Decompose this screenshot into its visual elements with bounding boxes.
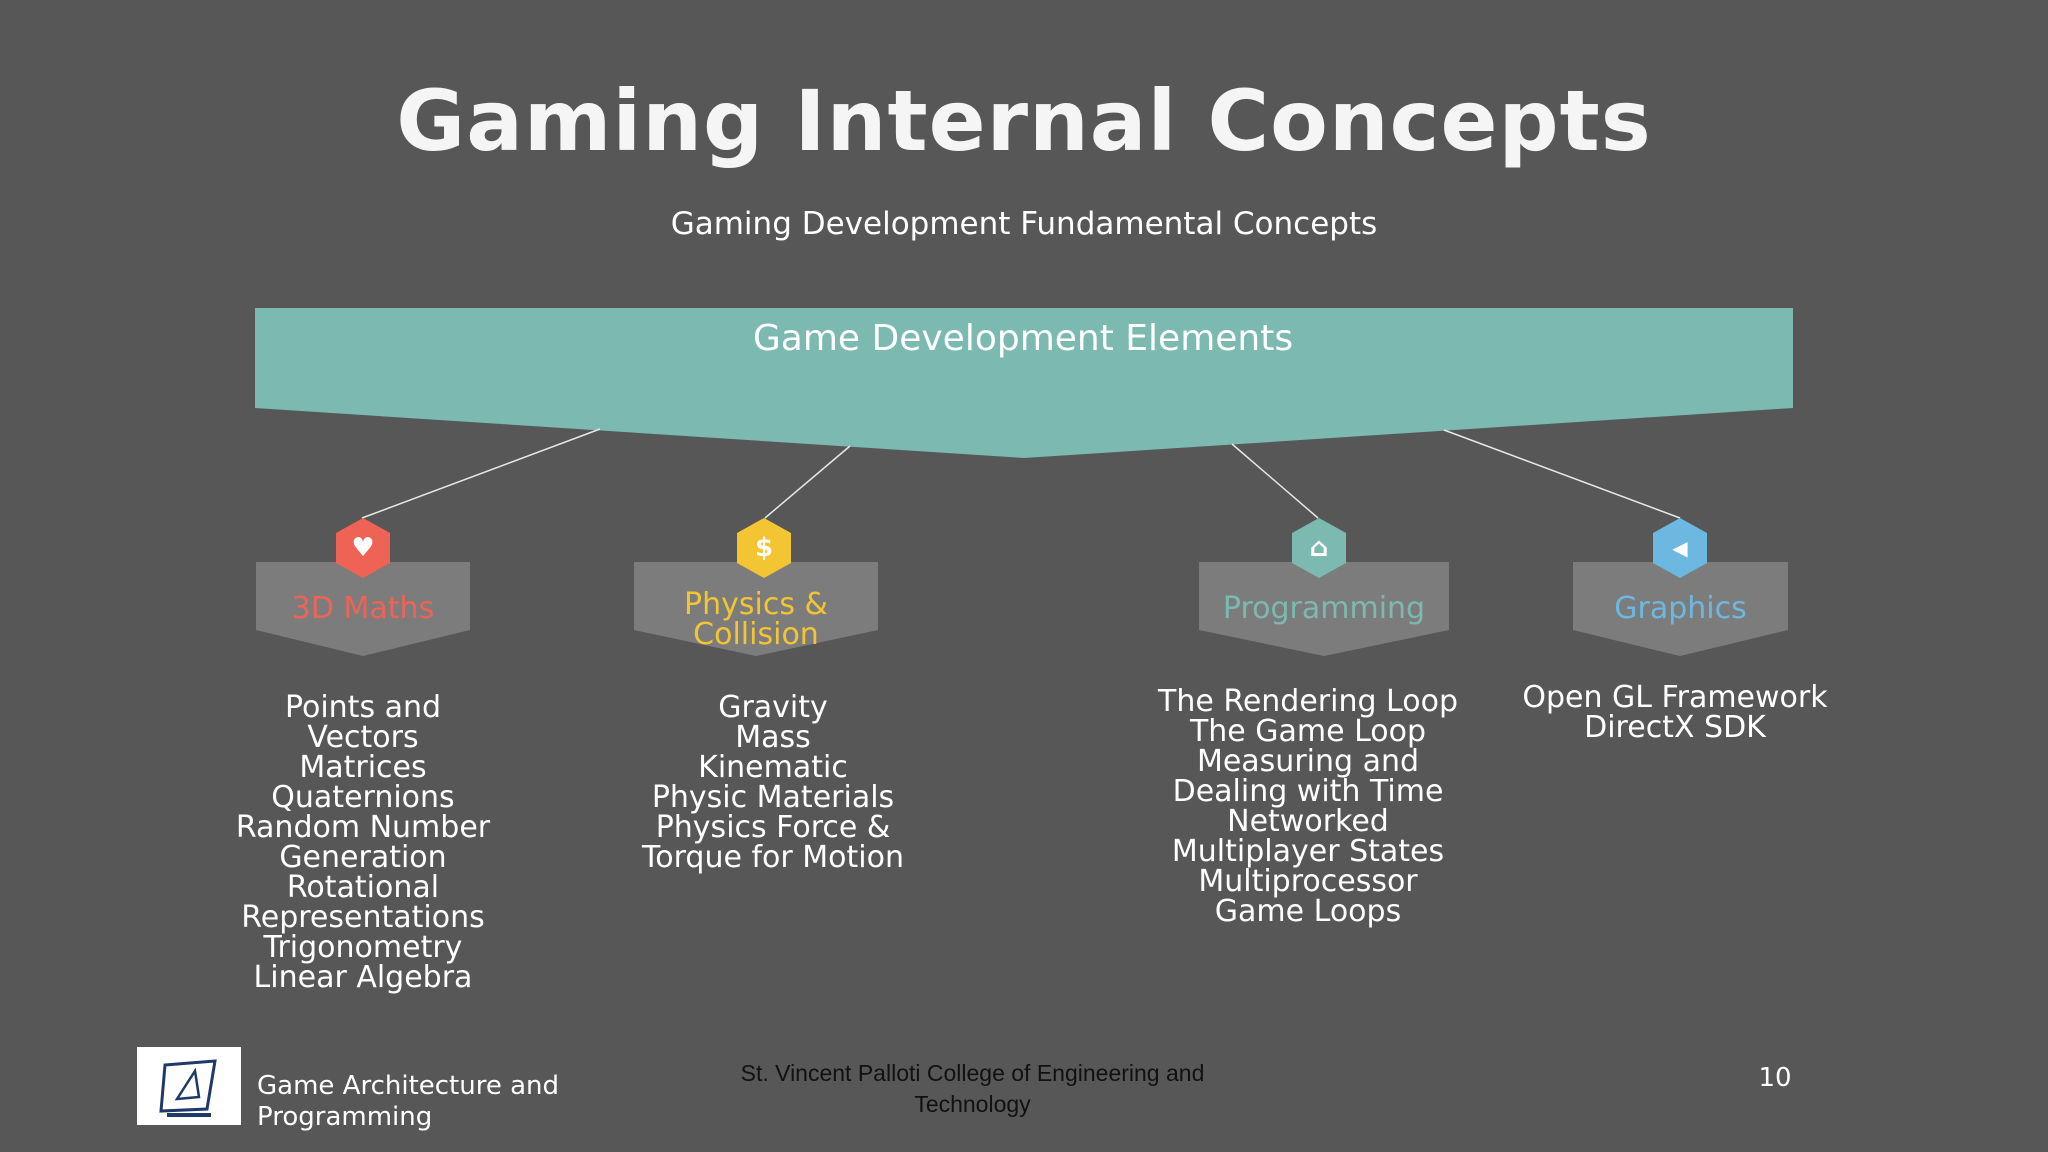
node-label-programming: Programming bbox=[1222, 591, 1426, 626]
list-item: Rotational bbox=[286, 870, 440, 905]
list-item: Networked bbox=[1227, 804, 1389, 839]
item-list-programming: The Rendering Loop The Game Loop Measuri… bbox=[1130, 687, 1486, 927]
footer-college-name: St. Vincent Palloti College of Engineeri… bbox=[740, 1060, 1205, 1117]
list-item: Quaternions bbox=[271, 780, 455, 815]
node-label-3d-maths: 3D Maths bbox=[291, 591, 435, 626]
connector-programming bbox=[1231, 443, 1319, 519]
list-item: Gravity bbox=[718, 690, 828, 725]
list-item: Kinematic bbox=[698, 750, 848, 785]
list-item: Trigonometry bbox=[263, 930, 463, 965]
connector-graphics bbox=[1443, 429, 1681, 519]
list-item: Points and bbox=[284, 690, 442, 725]
connector-physics bbox=[764, 445, 851, 519]
item-list-physics-collision: Gravity Mass Kinematic Physic Materials … bbox=[620, 693, 926, 873]
list-item: Generation bbox=[279, 840, 447, 875]
list-item: Multiprocessor bbox=[1198, 864, 1418, 899]
list-item: Game Loops bbox=[1214, 894, 1402, 929]
list-item: Mass bbox=[735, 720, 811, 755]
list-item: Torque for Motion bbox=[642, 840, 904, 875]
connector-3d-maths bbox=[361, 428, 601, 519]
list-item: Measuring and bbox=[1196, 744, 1420, 779]
node-box-physics bbox=[634, 562, 878, 656]
root-banner bbox=[255, 308, 1793, 458]
list-item: Open GL Framework bbox=[1522, 680, 1828, 715]
dollar-icon: $ bbox=[736, 517, 792, 579]
node-label-graphics: Graphics bbox=[1614, 591, 1747, 626]
home-icon: ⌂ bbox=[1291, 517, 1347, 579]
item-list-3d-maths: Points and Vectors Matrices Quaternions … bbox=[210, 693, 516, 993]
list-item: The Rendering Loop bbox=[1158, 684, 1458, 719]
megaphone-icon: ◀ bbox=[1652, 517, 1708, 579]
list-item: Dealing with Time bbox=[1172, 774, 1444, 809]
footer-course-title: Game Architecture and Programming bbox=[257, 1071, 560, 1132]
list-item: Linear Algebra bbox=[253, 960, 473, 995]
node-box-programming bbox=[1199, 562, 1449, 656]
node-box-3d-maths bbox=[256, 562, 470, 656]
slide-subtitle: Gaming Development Fundamental Concepts bbox=[670, 206, 1378, 242]
node-box-graphics bbox=[1573, 562, 1788, 656]
root-label: Game Development Elements bbox=[752, 318, 1294, 359]
heart-icon: ♥ bbox=[335, 517, 391, 579]
list-item: Vectors bbox=[307, 720, 419, 755]
list-item: Random Number bbox=[235, 810, 491, 845]
slide-title: Gaming Internal Concepts bbox=[396, 72, 1652, 170]
item-list-graphics: Open GL Framework DirectX SDK bbox=[1505, 683, 1845, 743]
node-label-physics-collision: Physics & Collision bbox=[684, 587, 828, 652]
list-item: Multiplayer States bbox=[1171, 834, 1445, 869]
list-item: DirectX SDK bbox=[1584, 710, 1766, 745]
list-item: Physic Materials bbox=[651, 780, 895, 815]
list-item: Representations bbox=[241, 900, 485, 935]
page-number: 10 bbox=[1758, 1063, 1792, 1093]
list-item: Matrices bbox=[299, 750, 427, 785]
list-item: Physics Force & bbox=[655, 810, 891, 845]
list-item: The Game Loop bbox=[1189, 714, 1427, 749]
college-logo bbox=[137, 1047, 241, 1125]
